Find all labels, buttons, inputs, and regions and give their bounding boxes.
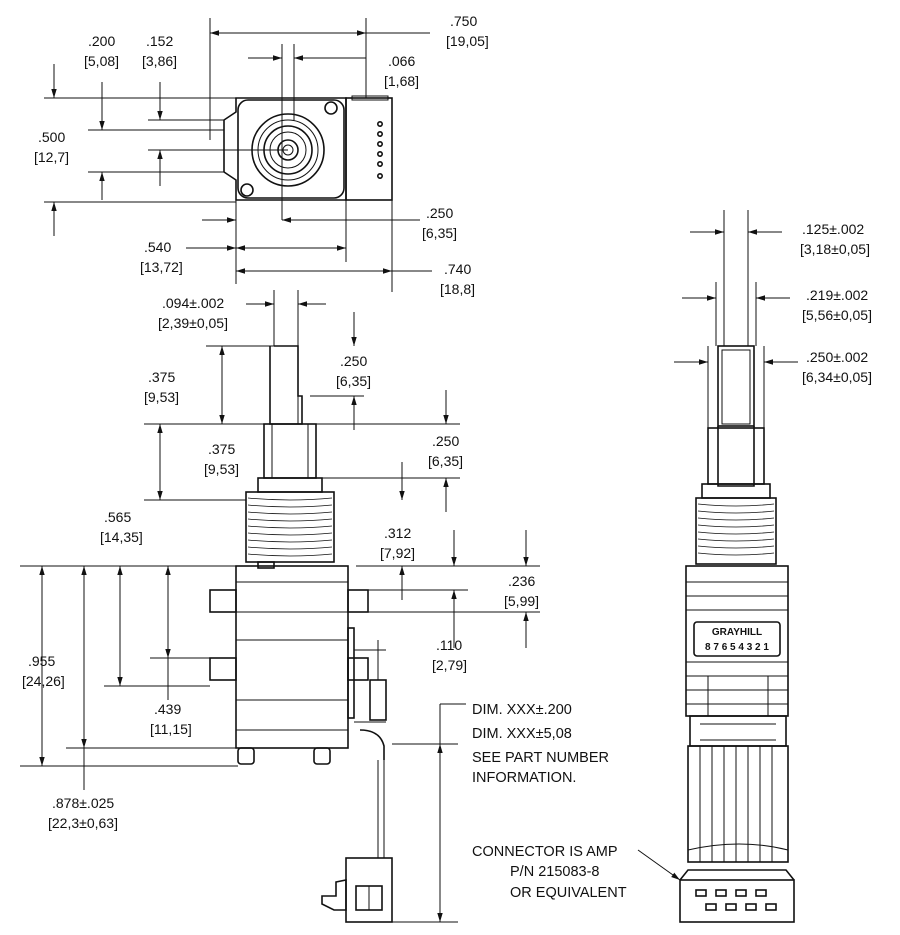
top-view-housing	[237, 99, 345, 199]
brand-label: GRAYHILL	[712, 627, 762, 638]
front-view-shaft	[717, 345, 755, 427]
dim-250-b: .250	[432, 433, 459, 449]
dim-219-mm: [5,56±0,05]	[802, 307, 872, 323]
dim-740-mm: [18,8]	[440, 281, 475, 297]
dim-500-mm: [12,7]	[34, 149, 69, 165]
front-view-connector	[679, 879, 795, 923]
dim-540-mm: [13,72]	[140, 259, 183, 275]
side-view-flange	[209, 657, 237, 681]
connector-note-line: CONNECTOR IS AMP	[472, 844, 618, 860]
dim-250-front-mm: [6,34±0,05]	[802, 369, 872, 385]
dim-125: .125±.002	[802, 221, 864, 237]
side-view-housing	[235, 565, 349, 749]
dim-250-a: .250	[340, 353, 367, 369]
side-view-bushing	[245, 491, 335, 563]
dim-152-mm: [3,86]	[142, 53, 177, 69]
dim-955: .955	[28, 653, 55, 669]
dim-236: .236	[508, 573, 535, 589]
connector-note-line: OR EQUIVALENT	[510, 885, 627, 901]
dim-note-line: SEE PART NUMBER	[472, 750, 609, 766]
dim-note-line: DIM. XXX±.200	[472, 702, 572, 718]
side-view	[20, 290, 540, 923]
dim-200-mm: [5,08]	[84, 53, 119, 69]
dim-500: .500	[38, 129, 65, 145]
dim-250-top: .250	[426, 205, 453, 221]
dim-565: .565	[104, 509, 131, 525]
top-view-pins	[376, 121, 383, 180]
dim-750-mm: [19,05]	[446, 33, 489, 49]
dim-375-b: .375	[208, 441, 235, 457]
dim-250-a-mm: [6,35]	[336, 373, 371, 389]
dim-236-mm: [5,99]	[504, 593, 539, 609]
dim-878-mm: [22,3±0,63]	[48, 815, 118, 831]
connector-note-line: P/N 215083-8	[510, 864, 599, 880]
dim-250-b-mm: [6,35]	[428, 453, 463, 469]
dim-565-mm: [14,35]	[100, 529, 143, 545]
dim-110: .110	[436, 637, 462, 653]
top-view-mount-hole	[240, 183, 254, 197]
pin-numbers: 8 7 6 5 4 3 2 1	[705, 642, 769, 653]
dim-375-a-mm: [9,53]	[144, 389, 179, 405]
dim-094: .094±.002	[162, 295, 224, 311]
top-view	[44, 18, 432, 292]
front-view-label	[693, 621, 781, 657]
dim-540: .540	[144, 239, 171, 255]
front-view-nut	[707, 427, 765, 485]
front-view-ribbon-lines	[687, 746, 789, 862]
side-view-foot	[313, 747, 331, 765]
top-view-header	[345, 97, 393, 201]
dimension-labels: .750 [19,05] .200 [5,08] .152 [3,86] .06…	[22, 13, 872, 831]
dim-250-front: .250±.002	[806, 349, 868, 365]
dim-312-mm: [7,92]	[380, 545, 415, 561]
dim-200: .200	[88, 33, 115, 49]
dim-439-mm: [11,15]	[150, 721, 192, 737]
side-view-header	[369, 679, 387, 721]
front-view-ribbon	[687, 745, 789, 863]
dim-955-mm: [24,26]	[22, 673, 65, 689]
dim-066: .066	[388, 53, 415, 69]
dim-375-a: .375	[148, 369, 175, 385]
side-view-foot	[237, 747, 255, 765]
dim-152: .152	[146, 33, 173, 49]
dim-750: .750	[450, 13, 477, 29]
dim-439: .439	[154, 701, 181, 717]
dim-note-line: DIM. XXX±5,08	[472, 726, 572, 742]
dim-312: .312	[384, 525, 411, 541]
side-view-threads	[247, 497, 333, 557]
dim-125-mm: [3,18±0,05]	[800, 241, 870, 257]
notes: DIM. XXX±.200 DIM. XXX±5,08 SEE PART NUM…	[472, 702, 627, 901]
front-view-header	[689, 715, 787, 747]
dim-250-top-mm: [6,35]	[422, 225, 457, 241]
front-view-bushing	[695, 497, 777, 565]
dim-740: .740	[444, 261, 471, 277]
top-view-mount-hole	[324, 101, 338, 115]
side-view-shaft	[269, 345, 303, 425]
dim-094-mm: [2,39±0,05]	[158, 315, 228, 331]
front-view-threads	[697, 503, 775, 556]
front-view-housing	[685, 565, 789, 717]
front-view: GRAYHILL 8 7 6 5 4 3 2 1	[637, 210, 798, 923]
dim-375-b-mm: [9,53]	[204, 461, 239, 477]
dim-878: .878±.025	[52, 795, 114, 811]
side-view-connector	[321, 879, 347, 911]
dim-note-line: INFORMATION.	[472, 770, 576, 786]
side-view-flange	[209, 589, 237, 613]
dim-110-mm: [2,79]	[432, 657, 467, 673]
side-view-cable	[359, 729, 385, 760]
dim-219: .219±.002	[806, 287, 868, 303]
dim-066-mm: [1,68]	[384, 73, 419, 89]
front-view-connector-pins	[695, 889, 777, 911]
